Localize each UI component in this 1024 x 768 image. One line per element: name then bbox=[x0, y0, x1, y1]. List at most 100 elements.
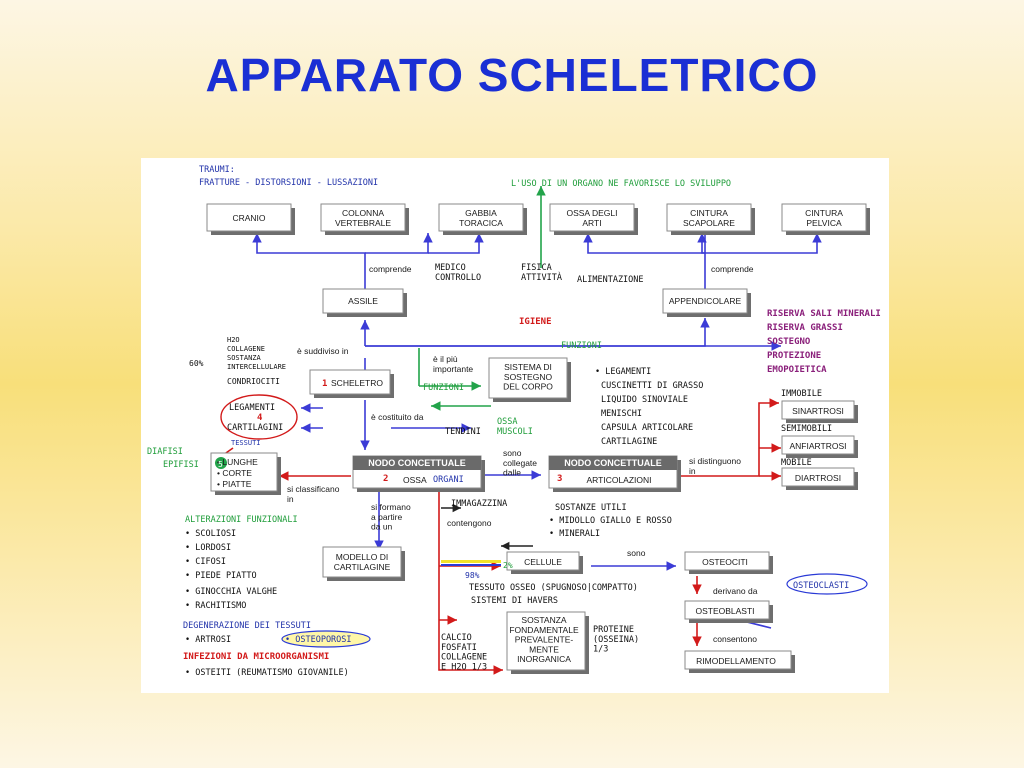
alt-lordosi: • LORDOSI bbox=[185, 543, 231, 553]
comprende-right: comprende bbox=[711, 264, 754, 274]
box-diartrosi bbox=[781, 467, 858, 490]
comp-intercellulare: INTERCELLULARE bbox=[227, 363, 286, 371]
comp-sostanza: SOSTANZA bbox=[227, 354, 262, 362]
funzione-protezione: PROTEZIONE bbox=[767, 351, 821, 361]
alt-cifosi: • CIFOSI bbox=[185, 557, 226, 567]
note-cartilagini: CARTILAGINI bbox=[227, 423, 283, 433]
forma-piatte: • PIATTE bbox=[217, 479, 252, 489]
imm-sostanze: SOSTANZE UTILI bbox=[555, 503, 627, 513]
note-igiene: IGIENE bbox=[519, 317, 552, 327]
nodo-ossa-num: 2 bbox=[383, 474, 388, 484]
art-cuscinetti: CUSCINETTI DI GRASSO bbox=[601, 381, 703, 391]
funzione-sostegno: SOSTEGNO bbox=[767, 337, 811, 347]
osteoblasti-label: OSTEOBLASTI bbox=[695, 606, 754, 616]
funzione-emopoietica: EMOPOIETICA bbox=[767, 365, 827, 375]
note-tessuto: TESSUTO OSSEO (SPUGNOSO|COMPATTO) bbox=[469, 583, 638, 593]
box-sinartrosi bbox=[781, 400, 858, 423]
sono-label: sono bbox=[627, 548, 646, 558]
note-immagazzina: IMMAGAZZINA bbox=[451, 499, 507, 509]
osteoporosi-circle bbox=[281, 630, 371, 648]
nodo-ossa-text: OSSA bbox=[403, 475, 427, 485]
comp-collagene: COLLAGENE bbox=[227, 345, 265, 353]
diartrosi-label: DIARTROSI bbox=[795, 473, 841, 483]
assile-label: ASSILE bbox=[348, 296, 378, 306]
nodo-art-num: 3 bbox=[557, 474, 562, 484]
consentono-label: consentono bbox=[713, 634, 757, 644]
note-sistemi: SISTEMI DI HAVERS bbox=[471, 596, 558, 606]
comp-condriociti: CONDRIOCITI bbox=[227, 377, 280, 386]
box-anfiartrosi bbox=[781, 435, 858, 458]
box-cellule bbox=[506, 551, 583, 574]
box-rimodellamento bbox=[684, 650, 795, 673]
box-assile bbox=[322, 288, 407, 317]
cranio-label: CRANIO bbox=[232, 213, 265, 223]
derivano-label: derivano da bbox=[713, 586, 758, 596]
scheletro-label: SCHELETRO bbox=[331, 378, 383, 388]
funzione-riserva-sali: RISERVA SALI MINERALI bbox=[767, 309, 881, 319]
red-connectors bbox=[215, 398, 781, 675]
osteociti-label: OSTEOCITI bbox=[702, 557, 748, 567]
note-osteoporosi: • OSTEOPOROSI bbox=[285, 635, 352, 645]
note-osteoclasti: OSTEOCLASTI bbox=[793, 581, 849, 591]
note-diafisi: DIAFISI bbox=[147, 447, 183, 457]
note-immobile: IMMOBILE bbox=[781, 389, 822, 399]
forma-lunghe: • LUNGHE bbox=[217, 457, 258, 467]
art-capsula: CAPSULA ARTICOLARE bbox=[601, 423, 693, 433]
note-alterazioni: ALTERAZIONI FUNZIONALI bbox=[185, 515, 298, 525]
note-infezioni: INFEZIONI DA MICROORGANISMI bbox=[183, 652, 329, 662]
note-60pct: 60% bbox=[189, 359, 204, 368]
note-alimentazione: ALIMENTAZIONE bbox=[577, 275, 644, 285]
funzione-riserva-grassi: RISERVA GRASSI bbox=[767, 323, 843, 333]
box-scheletro bbox=[309, 369, 394, 398]
alt-ginocchia: • GINOCCHIA VALGHE bbox=[185, 587, 277, 597]
box-osteociti bbox=[684, 551, 773, 574]
alt-scoliosi: • SCOLIOSI bbox=[185, 529, 236, 539]
nodo-art-header: NODO CONCETTUALE bbox=[564, 458, 662, 468]
note-fratture: FRATTURE - DISTORSIONI - LUSSAZIONI bbox=[199, 178, 378, 188]
osteoclasti-circle bbox=[786, 573, 868, 595]
green-connectors bbox=[418, 186, 546, 411]
box-appendicolare bbox=[662, 288, 751, 317]
note-artrosi: • ARTROSI bbox=[185, 635, 231, 645]
nodo-art-text: ARTICOLAZIONI bbox=[586, 475, 651, 485]
note-mobile: MOBILE bbox=[781, 458, 812, 468]
art-cartilagine: CARTILAGINE bbox=[601, 437, 657, 447]
nodo-ossa-organi: ORGANI bbox=[433, 475, 464, 485]
box-cintura-scapolare bbox=[666, 203, 755, 235]
box-gabbia bbox=[438, 203, 527, 235]
note-epifisi: EPIFISI bbox=[163, 460, 199, 470]
costituito-label: è costituito da bbox=[371, 412, 424, 422]
art-menischi: MENISCHI bbox=[601, 409, 642, 419]
imm-minerali: • MINERALI bbox=[549, 529, 600, 539]
anfiartrosi-label: ANFIARTROSI bbox=[790, 441, 847, 451]
highlight-cellule-yellow bbox=[441, 560, 501, 563]
note-num5: 5 bbox=[218, 460, 223, 469]
legamenti-circle bbox=[220, 394, 298, 440]
appendicolare-label: APPENDICOLARE bbox=[669, 296, 742, 306]
box-sostanza bbox=[506, 611, 589, 674]
comp-h2o: H2O bbox=[227, 336, 240, 344]
suddiviso-label: è suddiviso in bbox=[297, 346, 349, 356]
note-uso-organo: L'USO DI UN ORGANO NE FAVORISCE LO SVILU… bbox=[511, 179, 731, 189]
box-cintura-pelvica bbox=[781, 203, 870, 235]
art-legamenti: • LEGAMENTI bbox=[595, 367, 651, 377]
note-legamenti: LEGAMENTI bbox=[229, 403, 275, 413]
note-tendini: TENDINI bbox=[445, 427, 481, 437]
